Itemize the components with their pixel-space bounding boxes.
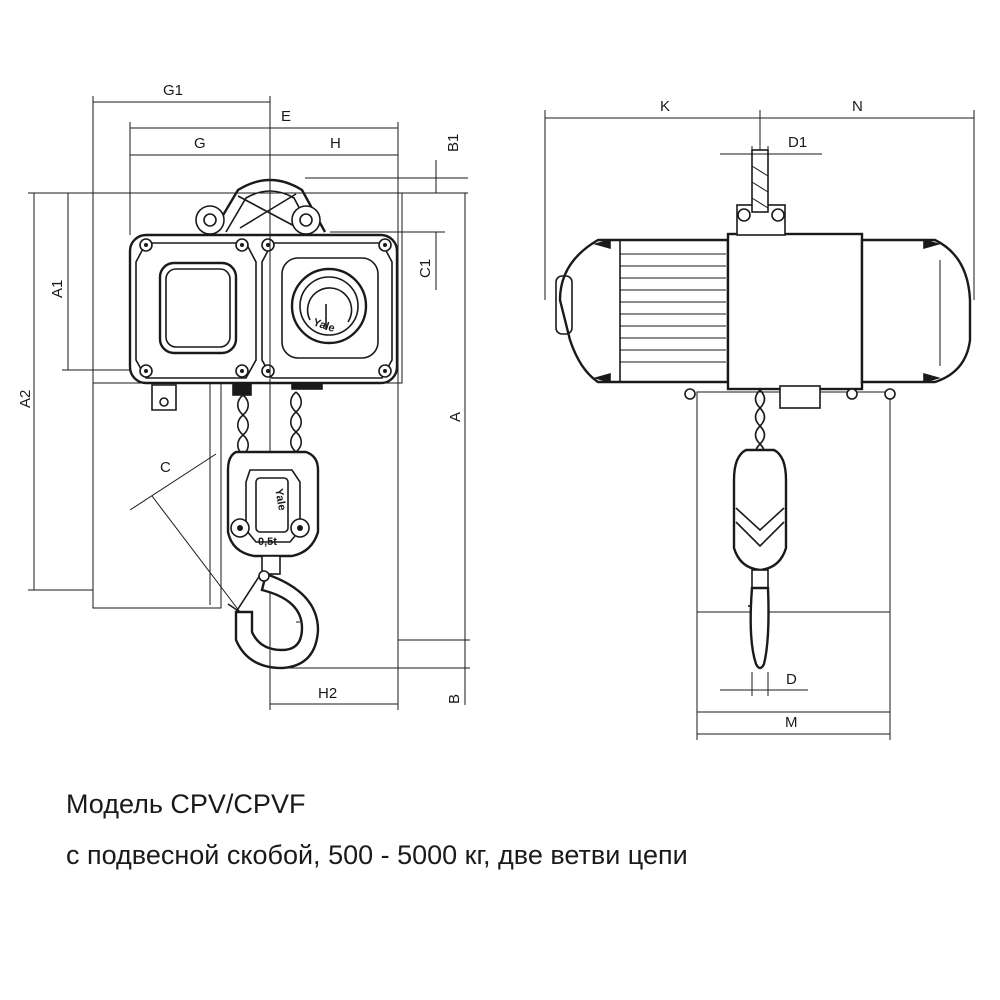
dim-label-B: B	[446, 694, 463, 704]
caption-description: с подвесной скобой, 500 - 5000 кг, две в…	[66, 840, 688, 870]
dim-label-D: D	[786, 671, 797, 688]
hook-block-front: Yale 0,5t	[226, 450, 320, 558]
dim-label-B1: B1	[445, 134, 462, 152]
cooling-fins-side	[619, 240, 726, 382]
hook-side	[748, 586, 770, 670]
side-view: K N D1 D M	[544, 98, 975, 740]
front-view: Yale	[17, 82, 470, 710]
dim-label-H2: H2	[318, 685, 337, 702]
capacity-label-text: 0,5t	[258, 536, 277, 548]
suspension-bracket-side	[736, 149, 786, 236]
dim-label-H: H	[330, 135, 341, 152]
dim-label-K: K	[660, 98, 670, 115]
dimensions-side: K N D1 D M	[544, 98, 975, 735]
dim-label-M: M	[785, 714, 798, 731]
hoist-housing-front: Yale	[128, 233, 399, 385]
hook-front	[227, 555, 320, 670]
load-chain-front	[236, 391, 303, 456]
hook-block-logo-text: Yale	[272, 488, 288, 512]
dimensions-front: G1 E G H B1 C1 A B	[17, 82, 470, 710]
hoist-housing-side	[555, 232, 972, 391]
dim-label-A2: A2	[17, 390, 34, 408]
caption-model: Модель CPV/CPVF	[66, 789, 306, 819]
dim-label-A: A	[447, 412, 464, 422]
cover-bolts	[139, 238, 392, 378]
hook-block-side	[732, 448, 788, 589]
dim-label-N: N	[852, 98, 863, 115]
dim-label-D1: D1	[788, 134, 807, 151]
dim-label-G1: G1	[163, 82, 183, 99]
chain-guides-side	[684, 385, 896, 409]
chain-guides-front	[151, 382, 323, 411]
dim-label-A1: A1	[49, 280, 66, 298]
dim-label-E: E	[281, 108, 291, 125]
dim-label-C: C	[160, 459, 171, 476]
dim-label-G: G	[194, 135, 206, 152]
suspension-bracket-front	[195, 178, 327, 235]
dim-label-C1: C1	[417, 259, 434, 278]
